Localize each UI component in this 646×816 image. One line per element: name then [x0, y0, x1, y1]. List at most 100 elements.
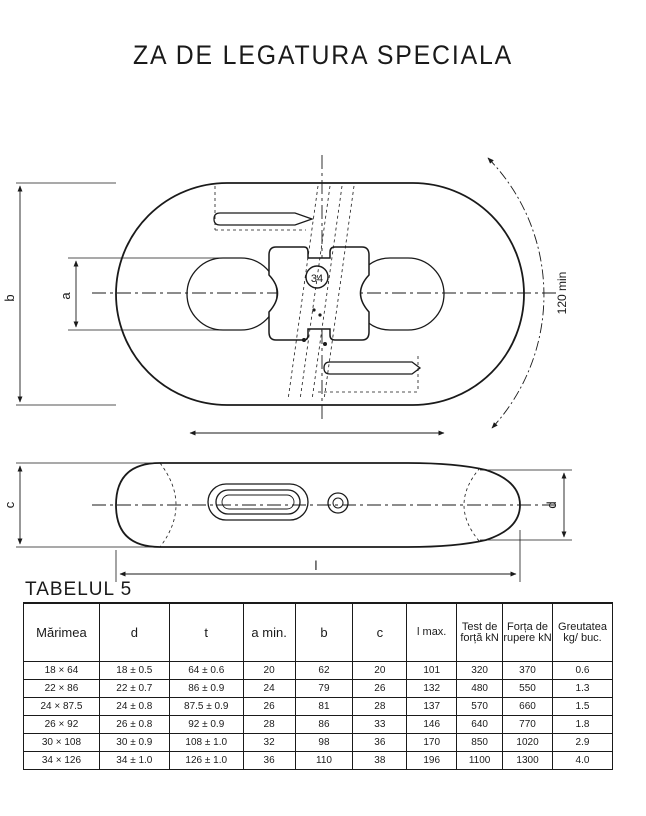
- header-weight: Greutatea kg/ buc.: [551, 602, 614, 662]
- cell: 320: [456, 661, 504, 680]
- cell: 32: [242, 733, 296, 752]
- cell: 26 ± 0.8: [98, 715, 170, 734]
- cell: 146: [406, 715, 458, 734]
- cell: 1.5: [551, 697, 614, 716]
- cell: 62: [294, 661, 354, 680]
- table-row: 24 × 87.5 24 ± 0.8 87.5 ± 0.9 26 81 28 1…: [23, 697, 614, 716]
- cell: 1.3: [551, 679, 614, 698]
- link-outer-contour: [115, 182, 525, 406]
- hidden-lines: [214, 185, 419, 401]
- cell: 28: [242, 715, 296, 734]
- stamp-circle: [305, 265, 329, 289]
- cell: 20: [352, 661, 408, 680]
- drawing-title: ZA DE LEGATURA SPECIALA: [132, 40, 514, 70]
- side-slot-outer: [207, 483, 309, 521]
- cell: 24 × 87.5: [23, 697, 100, 716]
- cell: 36: [352, 733, 408, 752]
- cell: 34 ± 1.0: [98, 751, 170, 770]
- header-breaking-force: Forța de rupere kN: [502, 602, 553, 662]
- cell: 570: [456, 697, 504, 716]
- cell: 170: [406, 733, 458, 752]
- header-a: a min.: [242, 602, 296, 662]
- table-row: 26 × 92 26 ± 0.8 92 ± 0.9 28 86 33 146 6…: [23, 715, 614, 734]
- technical-drawing: 34 b: [2, 155, 572, 582]
- cell: 4.0: [551, 751, 614, 770]
- cell: 30 ± 0.9: [98, 733, 170, 752]
- header-size: Mărimea: [23, 602, 100, 662]
- cell: 86: [294, 715, 354, 734]
- stamp-mark: 34: [311, 273, 323, 285]
- cell: 1.8: [551, 715, 614, 734]
- cell: 36: [242, 751, 296, 770]
- header-b: b: [294, 602, 354, 662]
- cell: 24: [242, 679, 296, 698]
- cell: 92 ± 0.9: [168, 715, 244, 734]
- radius-arc: [487, 157, 545, 429]
- cell: 196: [406, 751, 458, 770]
- cell: 132: [406, 679, 458, 698]
- cell: 26: [352, 679, 408, 698]
- cell: 18 × 64: [23, 661, 100, 680]
- cell: 137: [406, 697, 458, 716]
- header-d: d: [98, 602, 170, 662]
- cell: 1100: [456, 751, 504, 770]
- cell: 770: [502, 715, 553, 734]
- table-row: 22 × 86 22 ± 0.7 86 ± 0.9 24 79 26 132 4…: [23, 679, 614, 698]
- cell: 22 × 86: [23, 679, 100, 698]
- cell: 98: [294, 733, 354, 752]
- pin-head: [327, 492, 349, 514]
- left-slot: [186, 257, 278, 331]
- dim-b-label: b: [2, 294, 17, 301]
- upper-clamp-bar: [213, 212, 314, 226]
- cell: 20: [242, 661, 296, 680]
- radius-note: 120 min: [555, 272, 569, 315]
- table-title: TABELUL 5: [25, 579, 133, 600]
- cell: 0.6: [551, 661, 614, 680]
- cell: 370: [502, 661, 553, 680]
- cell: 87.5 ± 0.9: [168, 697, 244, 716]
- side-view: c d l: [2, 462, 572, 582]
- cell: 26: [242, 697, 296, 716]
- cell: 64 ± 0.6: [168, 661, 244, 680]
- table-row: 18 × 64 18 ± 0.5 64 ± 0.6 20 62 20 101 3…: [23, 661, 614, 680]
- header-test-force: Test de forță kN: [456, 602, 504, 662]
- dimensions-table: Mărimea d t a min. b c l max. Test de fo…: [23, 602, 614, 770]
- table-row: 34 × 126 34 ± 1.0 126 ± 1.0 36 110 38 19…: [23, 751, 614, 770]
- header-c: c: [352, 602, 408, 662]
- dim-a-label: a: [58, 292, 73, 300]
- table-row: 30 × 108 30 ± 0.9 108 ± 1.0 32 98 36 170…: [23, 733, 614, 752]
- cell: 640: [456, 715, 504, 734]
- cell: 81: [294, 697, 354, 716]
- cell: 126 ± 1.0: [168, 751, 244, 770]
- central-stud: [268, 246, 370, 341]
- cell: 2.9: [551, 733, 614, 752]
- header-l: l max.: [406, 602, 458, 662]
- cell: 1300: [502, 751, 553, 770]
- cell: 34 × 126: [23, 751, 100, 770]
- table-header-row: Mărimea d t a min. b c l max. Test de fo…: [23, 602, 614, 662]
- cell: 108 ± 1.0: [168, 733, 244, 752]
- dim-c-label: c: [2, 501, 17, 508]
- cell: 850: [456, 733, 504, 752]
- cell: 30 × 108: [23, 733, 100, 752]
- cell: 28: [352, 697, 408, 716]
- dim-d-label: d: [544, 501, 559, 508]
- cell: 110: [294, 751, 354, 770]
- cell: 660: [502, 697, 553, 716]
- header-t: t: [168, 602, 244, 662]
- cell: 24 ± 0.8: [98, 697, 170, 716]
- side-slot-inner: [215, 489, 301, 515]
- cell: 550: [502, 679, 553, 698]
- cell: 33: [352, 715, 408, 734]
- cell: 1020: [502, 733, 553, 752]
- cell: 26 × 92: [23, 715, 100, 734]
- cell: 79: [294, 679, 354, 698]
- cell: 101: [406, 661, 458, 680]
- side-slot-core: [221, 494, 295, 510]
- cell: 38: [352, 751, 408, 770]
- lower-clamp-bar: [323, 361, 422, 375]
- dim-l-label: l: [315, 558, 318, 573]
- top-view: 34 b: [2, 155, 569, 436]
- cell: 22 ± 0.7: [98, 679, 170, 698]
- cell: 480: [456, 679, 504, 698]
